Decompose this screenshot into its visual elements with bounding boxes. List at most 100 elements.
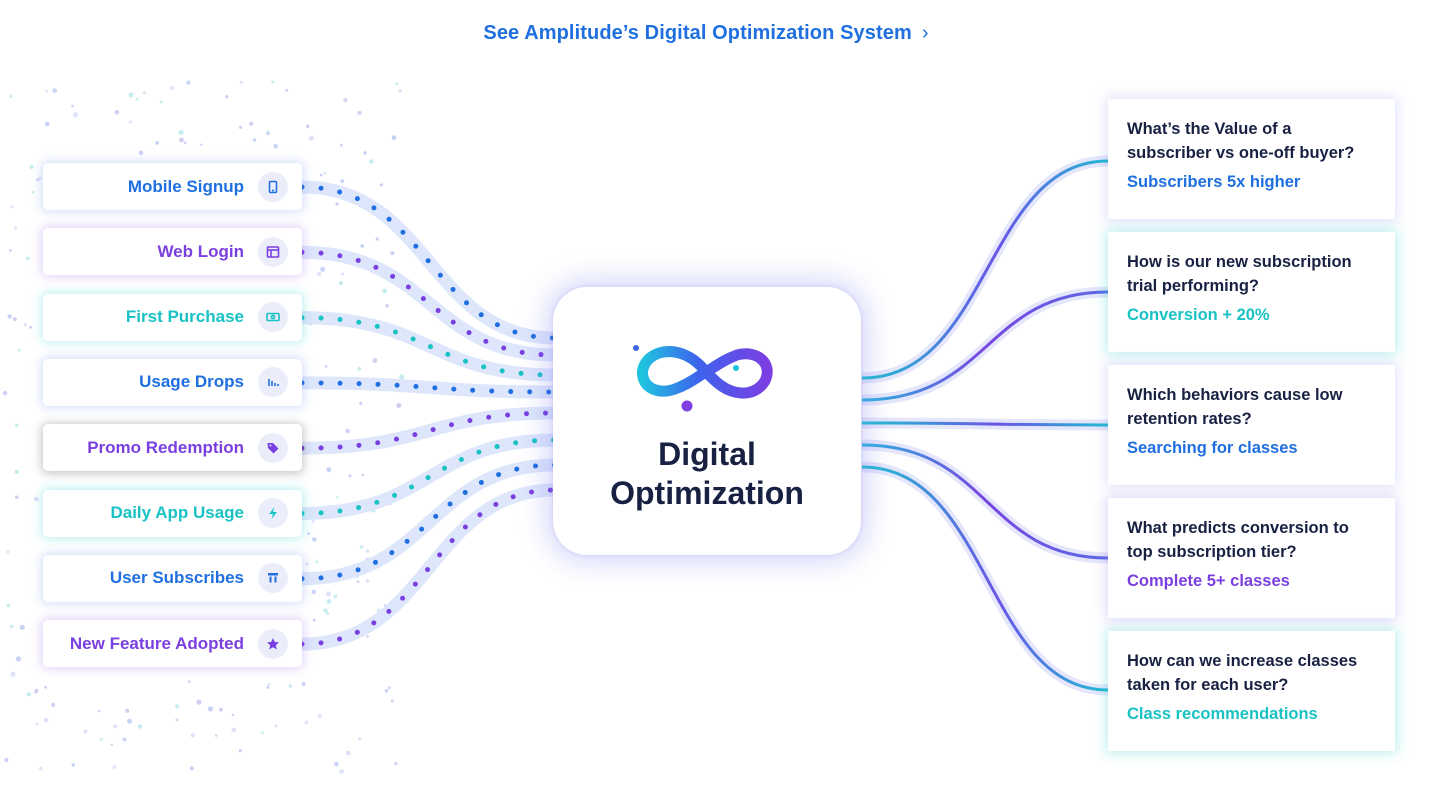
particle-dot — [390, 251, 395, 256]
event-user-subscribes[interactable]: User Subscribes — [43, 554, 302, 602]
particle-dot — [238, 748, 242, 753]
card-question: What predicts conversion to top subscrip… — [1127, 519, 1349, 561]
particle-dot — [73, 112, 78, 118]
particle-dot — [9, 624, 14, 629]
particle-dot — [29, 164, 34, 169]
particle-dot — [14, 469, 19, 474]
particle-dot — [339, 769, 344, 774]
particle-dot — [14, 495, 19, 500]
particle-dot — [365, 579, 370, 583]
particle-dot — [113, 724, 118, 729]
particle-dot — [179, 137, 184, 143]
particle-dot — [6, 550, 10, 554]
particle-dot — [189, 766, 194, 771]
event-connectors — [295, 180, 562, 651]
particle-dot — [307, 532, 310, 536]
bar-chart-icon — [258, 367, 288, 398]
insight-card[interactable]: How is our new subscription trial perfor… — [1108, 232, 1395, 352]
event-usage-drops[interactable]: Usage Drops — [43, 358, 302, 406]
particle-dot — [137, 724, 143, 729]
particle-dot — [326, 467, 332, 473]
particle-dot — [29, 325, 33, 329]
card-question: How can we increase classes taken for ea… — [1127, 652, 1358, 694]
particle-dot — [311, 589, 316, 594]
insight-card[interactable]: What’s the Value of a subscriber vs one-… — [1108, 99, 1395, 219]
particle-dot — [399, 374, 405, 380]
particle-dot — [114, 110, 120, 115]
particle-dot — [238, 125, 243, 129]
insight-card[interactable]: Which behaviors cause low retention rate… — [1108, 365, 1395, 485]
particle-dot — [315, 560, 319, 564]
digital-optimization-system-link[interactable]: See Amplitude’s Digital Optimization Sys… — [0, 22, 1412, 45]
particle-dot — [341, 272, 344, 276]
particle-dot — [274, 724, 278, 728]
particle-dot — [312, 537, 317, 542]
particle-dot — [36, 178, 40, 182]
particle-dot — [9, 249, 12, 252]
particle-dot — [9, 94, 13, 98]
particle-dot — [19, 624, 25, 630]
particle-dot — [285, 88, 289, 92]
particle-dot — [26, 692, 32, 697]
star-icon — [258, 628, 288, 659]
particle-dot — [128, 120, 132, 124]
particle-dot — [288, 684, 292, 688]
particle-dot — [372, 358, 378, 363]
particle-dot — [323, 171, 327, 175]
particle-dot — [14, 226, 18, 230]
particle-dot — [391, 135, 397, 141]
particle-dot — [357, 367, 362, 371]
particle-dot — [323, 608, 328, 613]
particle-dot — [186, 80, 191, 85]
particle-dot — [358, 737, 362, 741]
particle-dot — [138, 150, 144, 155]
connector-dots — [299, 437, 558, 516]
particle-dot — [369, 159, 374, 164]
particle-dot — [317, 271, 322, 276]
particle-dot — [356, 580, 360, 583]
connector-dots — [299, 184, 558, 341]
particle-dot — [252, 138, 257, 142]
particle-dot — [10, 205, 14, 209]
card-answer: Class recommendations — [1127, 705, 1318, 723]
event-web-login[interactable]: Web Login — [43, 228, 302, 276]
particle-dot — [7, 314, 12, 319]
particle-dot — [39, 766, 43, 771]
insight-card[interactable]: How can we increase classes taken for ea… — [1108, 631, 1395, 751]
particle-dot — [311, 520, 315, 523]
particle-dot — [261, 731, 264, 734]
particle-dot — [333, 594, 338, 599]
particle-dot — [31, 190, 35, 194]
particle-dot — [35, 722, 39, 726]
particle-dot — [45, 89, 49, 93]
particle-dot — [357, 110, 362, 115]
particle-dot — [200, 143, 203, 146]
lightning-icon — [258, 498, 288, 528]
subscribe-icon — [258, 563, 288, 594]
particle-dot — [385, 304, 389, 308]
particle-dot — [343, 100, 347, 103]
particle-dot — [398, 89, 403, 93]
particle-dot — [196, 699, 202, 705]
particle-dot — [308, 135, 314, 141]
particle-dot — [25, 256, 30, 261]
particle-dot — [305, 562, 309, 566]
particle-dot — [122, 737, 127, 742]
event-first-purchase[interactable]: First Purchase — [43, 293, 302, 341]
event-promo-redemption[interactable]: Promo Redemption — [43, 424, 302, 472]
hub-title-line2: Optimization — [610, 475, 804, 511]
particle-dot — [219, 707, 223, 712]
event-label: Mobile Signup — [127, 176, 244, 196]
event-mobile-signup[interactable]: Mobile Signup — [43, 163, 302, 210]
card-answer: Searching for classes — [1127, 439, 1298, 457]
particle-dot — [394, 762, 398, 766]
event-daily-app-usage[interactable]: Daily App Usage — [43, 489, 302, 537]
particle-dot — [155, 141, 160, 145]
particle-dot — [326, 591, 332, 597]
link-text[interactable]: See Amplitude’s Digital Optimization Sys… — [483, 22, 912, 44]
particle-dot — [324, 365, 328, 368]
particle-dot — [271, 80, 275, 84]
event-new-feature-adopted[interactable]: New Feature Adopted — [43, 620, 302, 668]
particle-dot — [348, 474, 352, 478]
insight-card[interactable]: What predicts conversion to top subscrip… — [1108, 498, 1395, 618]
